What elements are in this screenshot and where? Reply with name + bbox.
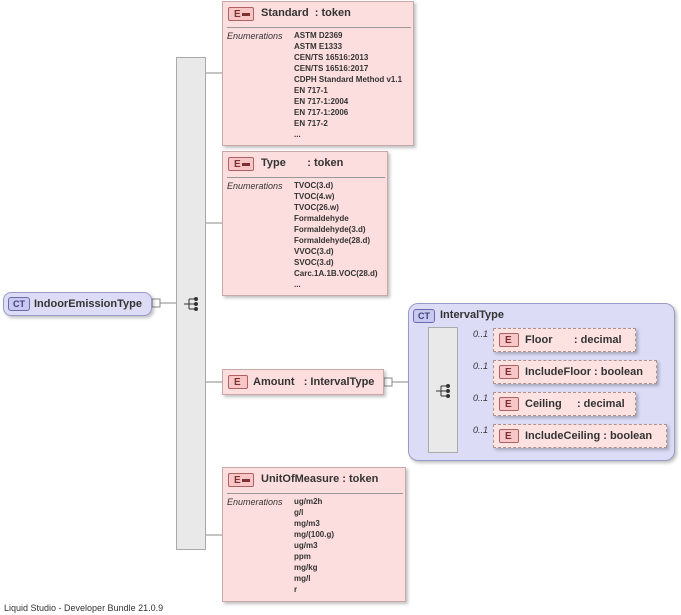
element-icon: E: [228, 375, 248, 389]
main-sequence[interactable]: [176, 57, 206, 550]
unit-of-measure-element[interactable]: E UnitOfMeasure : token Enumerations ug/…: [222, 467, 406, 602]
floor-element-title: Floor : decimal: [525, 334, 622, 346]
element-icon: E: [499, 429, 519, 443]
element-icon: E: [499, 397, 519, 411]
complex-type-icon: CT: [8, 297, 30, 311]
element-icon: E: [499, 365, 519, 379]
include-ceiling-element-title: IncludeCeiling : boolean: [525, 430, 653, 442]
floor-element[interactable]: E Floor : decimal: [493, 328, 636, 352]
include-floor-element[interactable]: E IncludeFloor : boolean: [493, 360, 657, 384]
type-enumerations: TVOC(3.d)TVOC(4.w)TVOC(26.w) Formaldehyd…: [294, 181, 378, 289]
divider: [227, 27, 411, 28]
standard-element[interactable]: E Standard : token Enumerations ASTM D23…: [222, 1, 414, 146]
occurrence-label: 0..1: [473, 425, 489, 435]
root-type-name: IndoorEmissionType: [34, 298, 142, 310]
interval-type-name: IntervalType: [440, 309, 504, 321]
interval-sequence[interactable]: [428, 327, 458, 453]
include-ceiling-element[interactable]: E IncludeCeiling : boolean: [493, 424, 667, 448]
type-element[interactable]: E Type : token Enumerations TVOC(3.d)TVO…: [222, 151, 388, 296]
sequence-compositor-icon: [436, 384, 450, 398]
footer-credit: Liquid Studio - Developer Bundle 21.0.9: [4, 603, 164, 613]
type-element-title: Type : token: [261, 157, 344, 169]
enumerations-label: Enumerations: [227, 181, 283, 191]
divider: [227, 177, 385, 178]
ceiling-element[interactable]: E Ceiling : decimal: [493, 392, 636, 416]
occurrence-label: 0..1: [473, 329, 489, 339]
amount-element[interactable]: E Amount : IntervalType: [222, 369, 384, 395]
enumerations-label: Enumerations: [227, 497, 283, 507]
ceiling-element-title: Ceiling : decimal: [525, 398, 625, 410]
sequence-compositor-icon: [184, 297, 198, 311]
occurrence-label: 0..1: [473, 393, 489, 403]
enumerations-label: Enumerations: [227, 31, 283, 41]
include-floor-element-title: IncludeFloor : boolean: [525, 366, 643, 378]
element-icon: E: [228, 157, 254, 171]
amount-element-title: Amount : IntervalType: [253, 376, 375, 388]
standard-element-title: Standard : token: [261, 7, 351, 19]
root-complex-type[interactable]: CT IndoorEmissionType: [3, 292, 152, 316]
divider: [227, 493, 403, 494]
unit-element-title: UnitOfMeasure : token: [261, 473, 379, 485]
complex-type-icon: CT: [413, 309, 435, 323]
element-icon: E: [228, 7, 254, 21]
element-icon: E: [499, 333, 519, 347]
occurrence-label: 0..1: [473, 361, 489, 371]
element-icon: E: [228, 473, 254, 487]
